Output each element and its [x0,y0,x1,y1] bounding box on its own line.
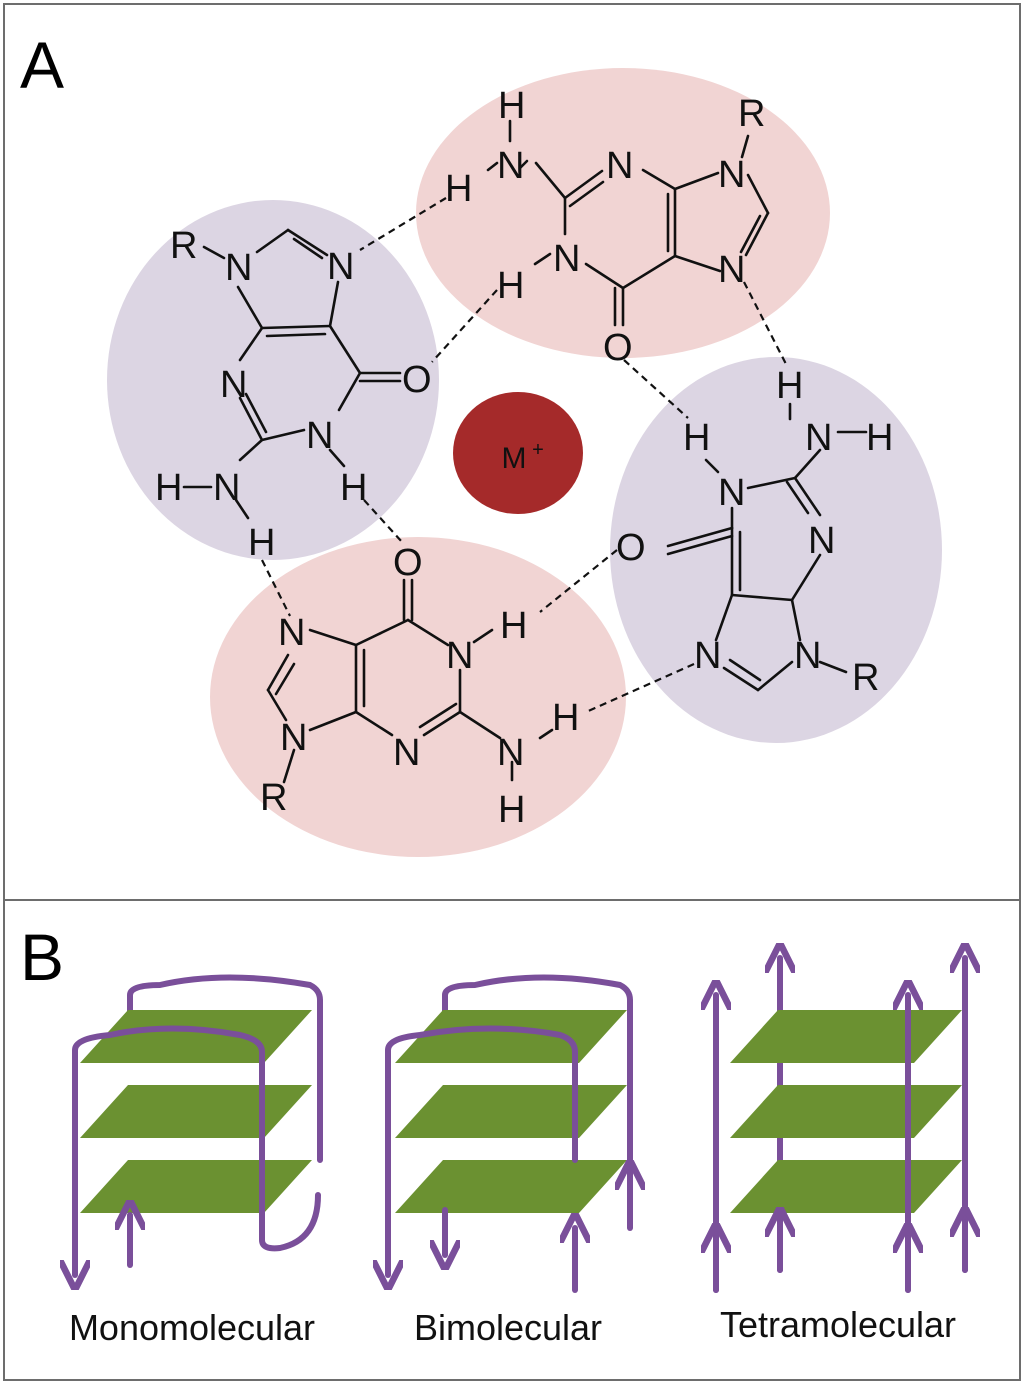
strand-back-loop [442,974,633,1178]
atom-h: H [248,522,275,564]
atom-n: N [718,154,745,196]
atom-h: H [500,605,527,647]
g-quartet [395,1085,627,1138]
g-quartet [730,1160,962,1213]
caption-tetramolecular: Tetramolecular [720,1304,956,1345]
g-quartet [395,1160,627,1213]
atom-n: N [694,635,721,677]
panel-b-frame [3,899,1021,1381]
atom-n: N [497,732,524,774]
guanine-bottom: O N N H N N N H H R [260,542,579,831]
bimolecular-structure: Bimolecular [385,974,633,1348]
atom-h: H [683,417,710,459]
guanine-top-right: H N H N N R N O N H [445,85,770,369]
g-quartet [80,1085,312,1138]
atom-h: H [445,168,472,210]
atom-h: H [498,789,525,831]
atom-n: N [794,635,821,677]
guanine-bottom-ellipse [210,537,626,857]
tetramolecular-structure: Tetramolecular [716,958,965,1345]
hydrogen-bonds [261,197,788,714]
g-quartet [730,1085,962,1138]
atom-n: N [718,249,745,291]
atom-h: H [552,697,579,739]
g-quartet [730,1010,962,1063]
substituent-r: R [260,777,287,819]
atom-n: N [327,246,354,288]
guanine-right: H N H H N N O N N R [616,365,893,699]
guanine-top-right-ellipse [416,68,830,358]
atom-n: N [278,612,305,654]
caption-monomolecular: Monomolecular [69,1307,315,1348]
atom-o: O [616,527,646,569]
atom-h: H [155,467,182,509]
atom-n: N [718,472,745,514]
guanine-right-ellipse [610,357,942,743]
substituent-r: R [738,93,765,135]
substituent-r: R [170,225,197,267]
atom-h: H [497,265,524,307]
monomolecular-structure: Monomolecular [69,974,323,1348]
atom-n: N [220,364,247,406]
atom-o: O [393,542,423,584]
g-quartet [80,1160,312,1213]
atom-n: N [553,238,580,280]
strand-front-loop [72,1025,321,1252]
caption-bimolecular: Bimolecular [414,1307,602,1348]
atom-n: N [306,415,333,457]
atom-h: H [776,365,803,407]
atom-n: N [606,145,633,187]
atom-n: N [225,247,252,289]
guanine-left-ellipse [107,200,439,560]
cation-circle [453,392,583,514]
atom-n: N [808,520,835,562]
atom-h: H [866,417,893,459]
atom-n: N [213,467,240,509]
panel-a: A M + [20,28,942,857]
atom-h: H [498,85,525,127]
g-quartet [395,1010,627,1063]
g-quartet [80,1010,312,1063]
strand-front-loop [385,1025,578,1163]
panel-b-label: B [20,920,64,994]
atom-n: N [280,717,307,759]
cation-symbol: M [502,442,527,475]
panel-a-label: A [20,28,64,102]
atom-h: H [340,467,367,509]
guanine-left: R N N N O N H N H H [155,225,432,564]
atom-n: N [446,635,473,677]
panel-b: B Monomolecular Bimolecular [20,920,965,1348]
atom-n: N [805,417,832,459]
substituent-r: R [852,657,879,699]
atom-n: N [393,732,420,774]
atom-n: N [497,145,524,187]
atom-o: O [402,359,432,401]
strand-back-loop [127,974,323,1163]
cation-charge: + [532,439,544,461]
